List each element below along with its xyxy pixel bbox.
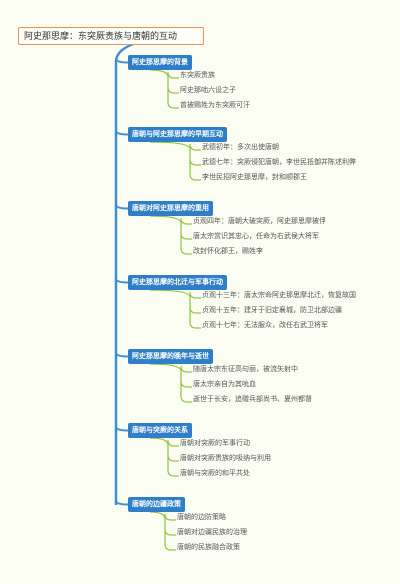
connector-curve <box>149 69 169 78</box>
leaf-topic[interactable]: 唐太宗亲自为其吮血 <box>193 380 256 388</box>
connector-curve <box>167 86 175 94</box>
leaf-topic[interactable]: 贞观十五年：建牙于旧定襄城，防卫北部边疆 <box>202 306 342 314</box>
connector-curve <box>167 71 175 79</box>
leaf-topic[interactable]: 武德七年：突厥侵犯唐朝，李世民抵御并陈述利弊 <box>202 158 356 166</box>
branch-topic[interactable]: 唐朝的边疆政策 <box>128 497 185 512</box>
connector-curve <box>189 306 197 314</box>
connector-curve <box>164 528 172 536</box>
leaf-topic[interactable]: 阿史那咄六设之子 <box>180 86 236 94</box>
leaf-topic[interactable]: 唐朝的民族融合政策 <box>177 543 240 551</box>
connector-curve <box>149 215 182 224</box>
connector-curve <box>115 352 129 358</box>
branch-topic[interactable]: 唐朝对阿史那思摩的重用 <box>128 201 213 216</box>
connector-curve <box>149 511 166 520</box>
leaf-topic[interactable]: 贞观十三年：唐太宗命阿史那思摩北迁，恢复故国 <box>202 291 356 299</box>
connector-curve <box>189 291 197 299</box>
connector-curve <box>115 204 129 210</box>
leaf-topic[interactable]: 改封怀化郡王，赐姓李 <box>193 247 263 255</box>
connector-curve <box>180 395 188 403</box>
connector-curve <box>149 363 182 372</box>
connector-curve <box>164 513 172 521</box>
connector-curve <box>149 289 191 298</box>
connector-curve <box>180 365 188 373</box>
connector-curve <box>115 426 129 432</box>
connector-curve <box>164 543 172 551</box>
leaf-topic[interactable]: 贞观四年：唐朝大破突厥，阿史那思摩被俘 <box>193 217 326 225</box>
connector-curve <box>189 143 197 151</box>
leaf-topic[interactable]: 唐太宗赏识其忠心，任命为右武侯大将军 <box>193 232 319 240</box>
connector-curve <box>180 232 188 240</box>
leaf-topic[interactable]: 东突厥贵族 <box>180 71 215 79</box>
connector-curve <box>115 500 129 506</box>
connector-curve <box>167 439 175 447</box>
branch-topic[interactable]: 唐朝与阿史那思摩的早期互动 <box>128 127 227 142</box>
leaf-topic[interactable]: 唐朝对边疆民族的治理 <box>177 528 247 536</box>
leaf-topic[interactable]: 唐朝与突厥的和平共处 <box>180 469 250 477</box>
branch-topic[interactable]: 阿史那思摩的背景 <box>128 55 192 70</box>
connector-curve <box>149 437 169 446</box>
connector-curve <box>189 173 197 181</box>
leaf-topic[interactable]: 贞观十七年：无法服众，改任右武卫将军 <box>202 321 328 329</box>
leaf-topic[interactable]: 随唐太宗东征高句丽，被流矢射中 <box>193 365 298 373</box>
connector-curve <box>180 217 188 225</box>
connector-curve <box>180 380 188 388</box>
connector-curve <box>115 130 129 136</box>
branch-topic[interactable]: 阿史那思摩的晚年与逝世 <box>128 349 213 364</box>
leaf-topic[interactable]: 唐朝对突厥的军事行动 <box>180 439 250 447</box>
leaf-topic[interactable]: 武德初年：多次出使唐朝 <box>202 143 279 151</box>
connector-curve <box>167 469 175 477</box>
connector-curve <box>115 278 129 284</box>
leaf-topic[interactable]: 唐朝对突厥贵族的吸纳与利用 <box>180 454 271 462</box>
root-topic[interactable]: 阿史那思摩：东突厥贵族与唐朝的互动 <box>18 27 204 45</box>
connector-curve <box>149 141 191 150</box>
leaf-topic[interactable]: 曾被赐姓为东突厥可汗 <box>180 101 250 109</box>
connector-curve <box>167 101 175 109</box>
leaf-topic[interactable]: 唐朝的边防策略 <box>177 513 226 521</box>
branch-topic[interactable]: 唐朝与突厥的关系 <box>128 423 192 438</box>
connector-curve <box>180 247 188 255</box>
connector-curve <box>167 454 175 462</box>
leaf-topic[interactable]: 李世民招阿史那思摩，封和顺郡王 <box>202 173 307 181</box>
connector-curve <box>189 158 197 166</box>
leaf-topic[interactable]: 逝世于长安，追赠兵部尚书、夏州都督 <box>193 395 312 403</box>
connector-curve <box>115 58 129 64</box>
connector-curve <box>189 321 197 329</box>
branch-topic[interactable]: 阿史那思摩的北迁与军事行动 <box>128 275 227 290</box>
